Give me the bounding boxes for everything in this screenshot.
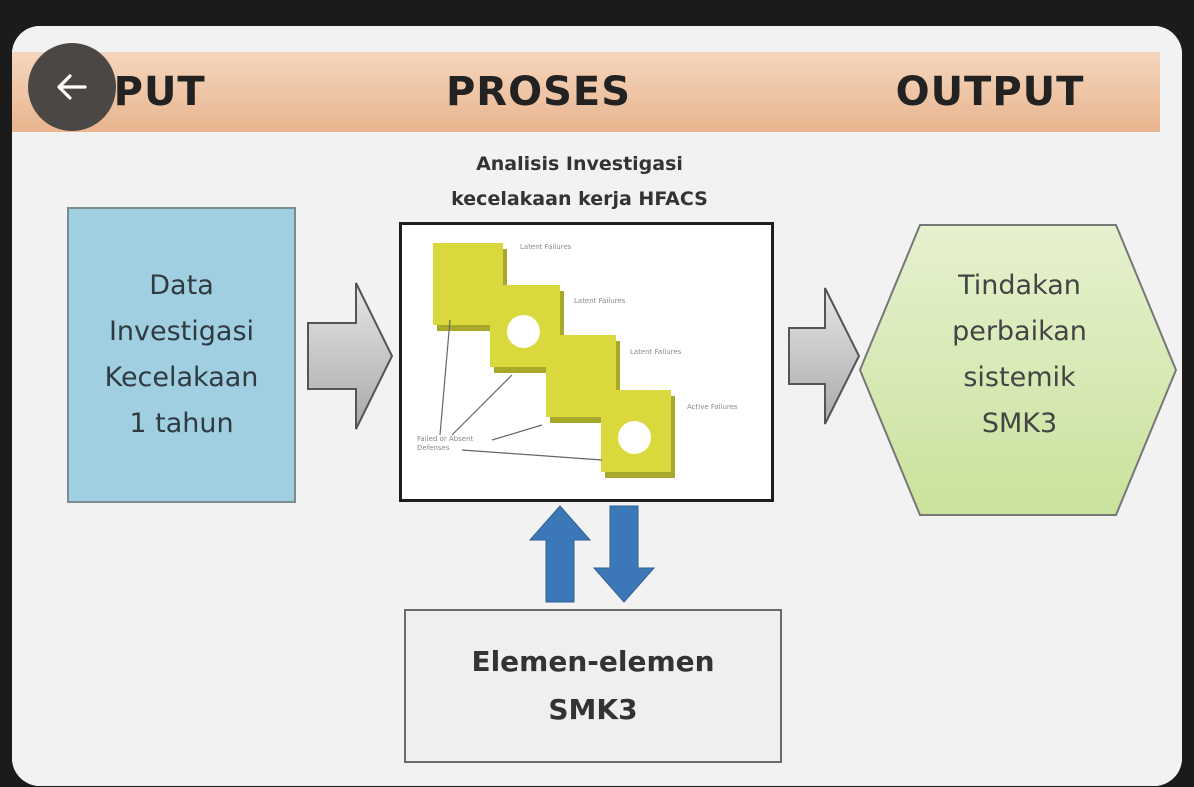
input-line: 1 tahun	[129, 408, 234, 439]
circle-icon	[507, 315, 540, 348]
back-button[interactable]	[28, 43, 116, 131]
proses-title-line: kecelakaan kerja HFACS	[451, 188, 708, 210]
header-output: OUTPUT	[820, 52, 1160, 132]
bidirectional-arrows	[528, 505, 656, 603]
output-hexagon	[858, 224, 1178, 516]
arrow-right-icon	[307, 282, 394, 430]
layer-label: Active Failures	[687, 403, 738, 411]
input-line: Investigasi	[108, 316, 255, 347]
layer-label: Latent Failures	[574, 297, 626, 305]
output-line: perbaikan	[952, 316, 1087, 347]
output-line: sistemik	[963, 362, 1076, 393]
output-text: Tindakan perbaikan sistemik SMK3	[907, 263, 1132, 447]
diagram-slide: INPUT PROSES OUTPUT Data Investigasi Kec…	[12, 26, 1182, 786]
input-line: Data	[149, 270, 214, 301]
output-line: Tindakan	[958, 270, 1081, 301]
arrow-up-icon	[528, 505, 592, 603]
arrow-right-icon	[788, 287, 861, 425]
image-frame: INPUT PROSES OUTPUT Data Investigasi Kec…	[12, 26, 1182, 786]
layer-label: Failed or Absent Defenses	[417, 435, 474, 452]
layer-label: Latent Failures	[630, 348, 682, 356]
elements-line: Elemen-elemen	[471, 645, 715, 678]
hfacs-diagram-box: Latent Failures Latent Failures Latent F…	[399, 222, 774, 502]
arrow-left-icon	[57, 74, 87, 100]
proses-title-line: Analisis Investigasi	[476, 153, 683, 175]
connector-lines	[439, 319, 603, 461]
elements-box: Elemen-elemen SMK3	[404, 609, 782, 763]
arrow-down-icon	[592, 505, 656, 603]
proses-title: Analisis Investigasi kecelakaan kerja HF…	[407, 147, 752, 217]
input-box: Data Investigasi Kecelakaan 1 tahun	[67, 207, 296, 503]
output-line: SMK3	[981, 408, 1058, 439]
circle-icon	[618, 421, 651, 454]
layer-label: Latent Failures	[520, 243, 572, 251]
input-line: Kecelakaan	[104, 362, 259, 393]
header-proses: PROSES	[257, 52, 821, 132]
elements-line: SMK3	[548, 693, 638, 726]
